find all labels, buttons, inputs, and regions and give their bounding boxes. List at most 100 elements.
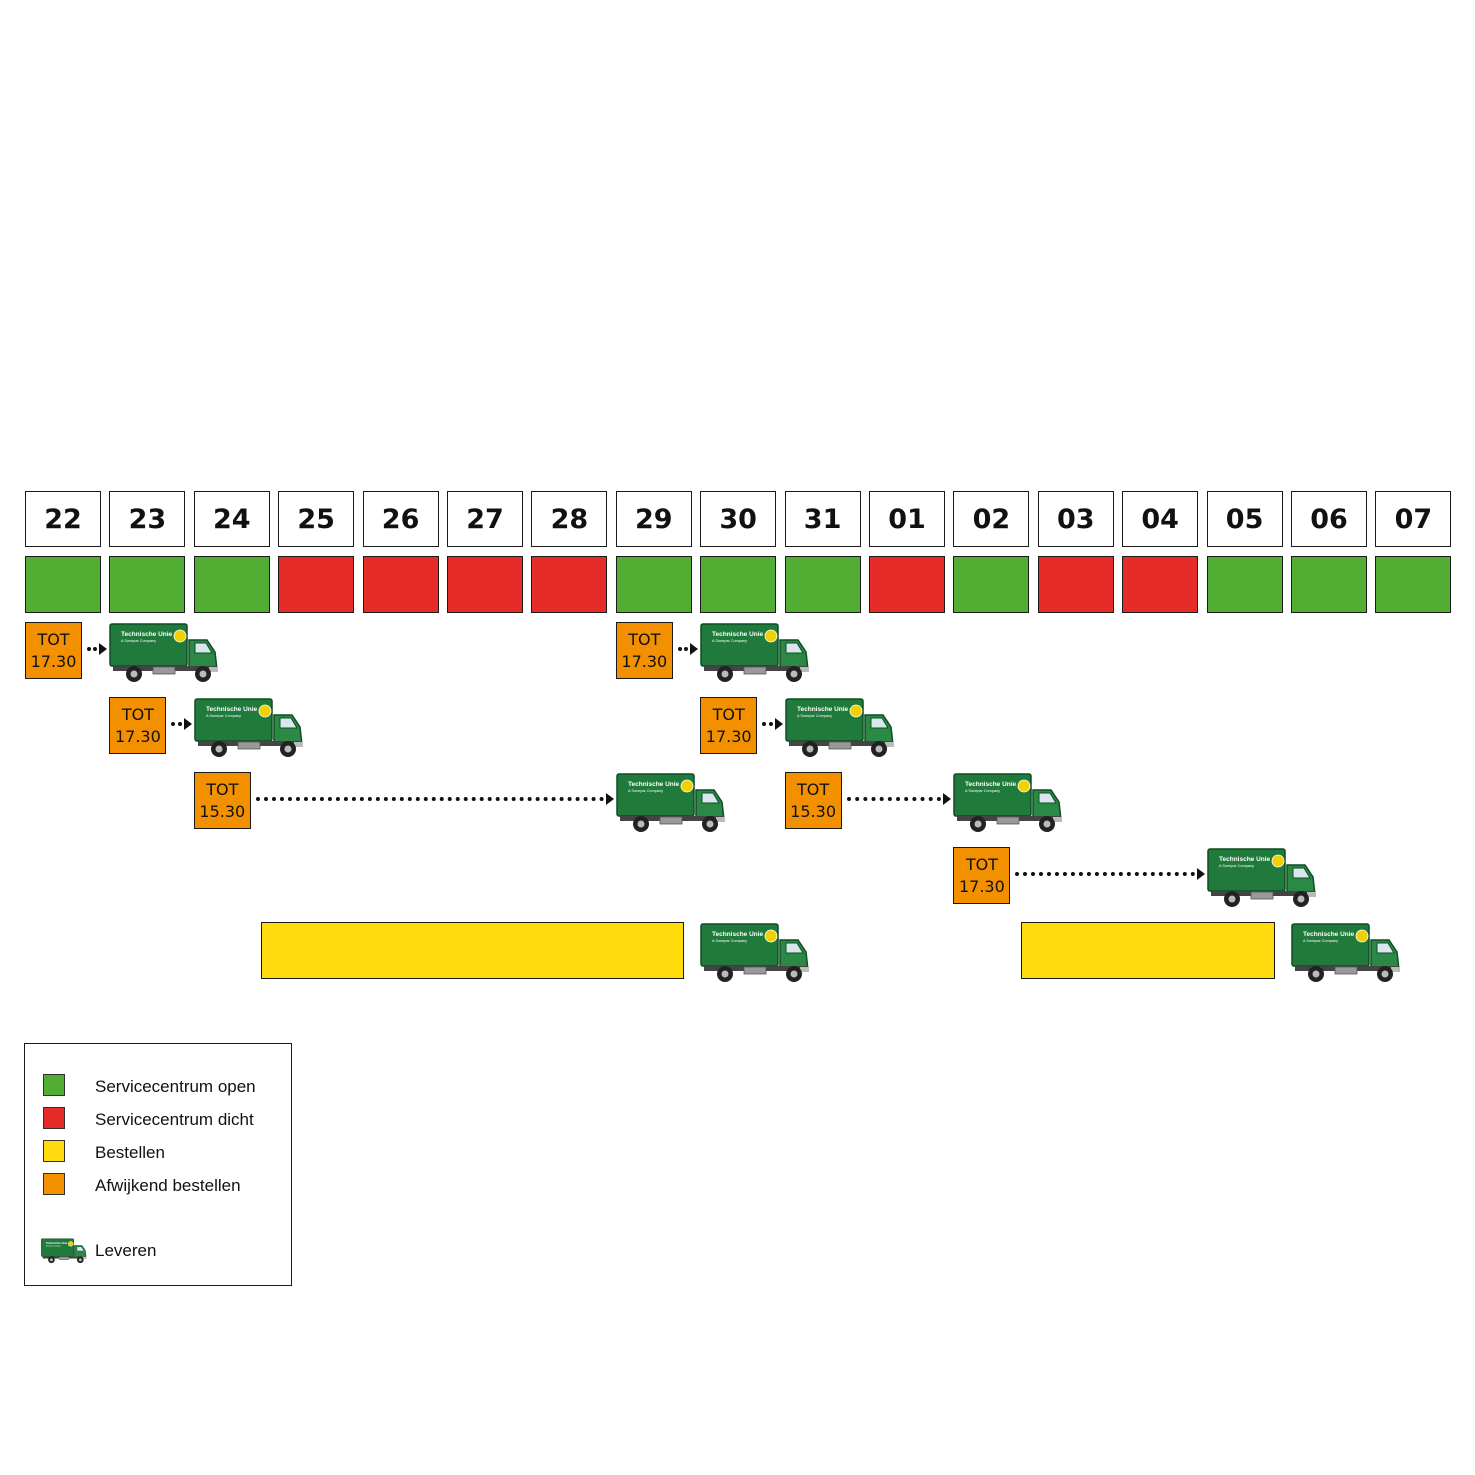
truck-hubcap bbox=[1381, 970, 1389, 978]
truck-bumper bbox=[715, 817, 725, 822]
truck-brand-text: Technische Unie bbox=[797, 706, 849, 713]
truck-logo-icon bbox=[258, 704, 272, 718]
deviant-order-prefix: TOT bbox=[37, 629, 70, 649]
status-cell-closed bbox=[447, 556, 523, 613]
truck-sub-text: A Sonepar Company bbox=[797, 714, 832, 718]
truck-tank bbox=[743, 666, 767, 675]
day-cell: 31 bbox=[784, 491, 861, 547]
delivery-arrowhead bbox=[943, 793, 952, 805]
truck-logo-icon bbox=[68, 1241, 74, 1247]
delivery-arrowhead bbox=[99, 643, 108, 655]
truck-window bbox=[785, 942, 805, 954]
status-cell-open bbox=[700, 556, 777, 613]
truck-hubcap bbox=[130, 670, 138, 678]
legend-swatch-order bbox=[43, 1140, 65, 1162]
legend-label-deliver: Leveren bbox=[95, 1241, 157, 1260]
day-cell: 06 bbox=[1291, 491, 1367, 547]
truck-brand-text: Technische Unie bbox=[712, 631, 764, 638]
day-cell: 02 bbox=[953, 491, 1030, 547]
status-cell-closed bbox=[278, 556, 355, 613]
truck-hubcap bbox=[721, 970, 729, 978]
truck-hubcap bbox=[974, 820, 982, 828]
truck-bumper bbox=[800, 967, 810, 972]
day-cell: 23 bbox=[109, 491, 186, 547]
day-cell: 29 bbox=[615, 491, 692, 547]
day-cell: 28 bbox=[531, 491, 608, 547]
truck-logo-icon bbox=[1355, 929, 1369, 943]
truck-logo-icon bbox=[1017, 779, 1031, 793]
delivery-arrow-line bbox=[846, 797, 942, 801]
truck-hubcap bbox=[215, 745, 223, 753]
truck-window bbox=[194, 642, 214, 654]
truck-bumper bbox=[884, 742, 894, 747]
delivery-arrow-line bbox=[762, 722, 773, 726]
day-cell: 03 bbox=[1037, 491, 1114, 547]
truck-brand-text: Technische Unie bbox=[1303, 931, 1355, 938]
status-cell-open bbox=[1206, 556, 1283, 613]
deviant-order-time: 15.30 bbox=[790, 801, 836, 821]
deviant-order-prefix: TOT bbox=[797, 779, 830, 799]
day-cell: 30 bbox=[700, 491, 777, 547]
truck-bumper bbox=[1053, 817, 1063, 822]
truck-logo-icon bbox=[849, 704, 862, 718]
truck-sub-text: A Sonepar Company bbox=[712, 939, 747, 943]
delivery-arrow-line bbox=[87, 647, 98, 651]
day-cell: 26 bbox=[362, 491, 439, 547]
day-cell: 25 bbox=[278, 491, 355, 547]
truck-sub-text: A Sonepar Company bbox=[206, 714, 241, 718]
legend-label-order: Bestellen bbox=[95, 1143, 165, 1162]
status-cell-open bbox=[193, 556, 270, 613]
truck-window bbox=[870, 717, 889, 729]
truck-hubcap bbox=[1297, 895, 1305, 903]
truck-sub-text: A Sonepar Company bbox=[628, 789, 663, 793]
delivery-arrowhead bbox=[183, 718, 192, 730]
truck-hubcap bbox=[875, 745, 883, 753]
day-cell: 07 bbox=[1375, 491, 1452, 547]
truck-bumper bbox=[1391, 967, 1400, 972]
deviant-order-prefix: TOT bbox=[628, 629, 661, 649]
delivery-arrowhead bbox=[774, 718, 783, 730]
truck-hubcap bbox=[199, 670, 207, 678]
truck-hubcap bbox=[637, 820, 645, 828]
truck-sub-text: A Sonepar Company bbox=[712, 639, 747, 643]
truck-brand-text: Technische Unie bbox=[46, 1241, 68, 1245]
status-cell-open bbox=[784, 556, 861, 613]
status-cell-closed bbox=[1122, 556, 1199, 613]
truck-hubcap bbox=[284, 745, 292, 753]
truck-tank bbox=[828, 741, 851, 750]
truck-tank bbox=[743, 966, 767, 975]
delivery-arrowhead bbox=[605, 793, 614, 805]
truck-window bbox=[76, 1246, 85, 1252]
truck-tank bbox=[59, 1256, 69, 1260]
deviant-order-time: 17.30 bbox=[30, 651, 77, 671]
legend-swatch-open bbox=[43, 1074, 65, 1096]
truck-bumper bbox=[82, 1256, 87, 1259]
legend: Servicecentrum open Servicecentrum dicht… bbox=[24, 1043, 292, 1286]
truck-hubcap bbox=[49, 1258, 53, 1262]
truck-window bbox=[1376, 942, 1395, 954]
truck-logo-icon bbox=[1271, 854, 1284, 868]
delivery-arrowhead bbox=[1196, 868, 1205, 880]
legend-swatch-deviant bbox=[43, 1173, 65, 1195]
truck-sub-text: A Sonepar Company bbox=[1303, 939, 1338, 943]
truck-brand-text: Technische Unie bbox=[1219, 856, 1271, 863]
deviant-order-prefix: TOT bbox=[712, 704, 745, 724]
truck-sub-text: A Sonepar Company bbox=[965, 789, 1000, 793]
truck-hubcap bbox=[790, 970, 798, 978]
truck-logo-icon bbox=[680, 779, 694, 793]
truck-hubcap bbox=[790, 670, 798, 678]
truck-logo-icon bbox=[173, 629, 187, 643]
day-cell: 04 bbox=[1122, 491, 1199, 547]
